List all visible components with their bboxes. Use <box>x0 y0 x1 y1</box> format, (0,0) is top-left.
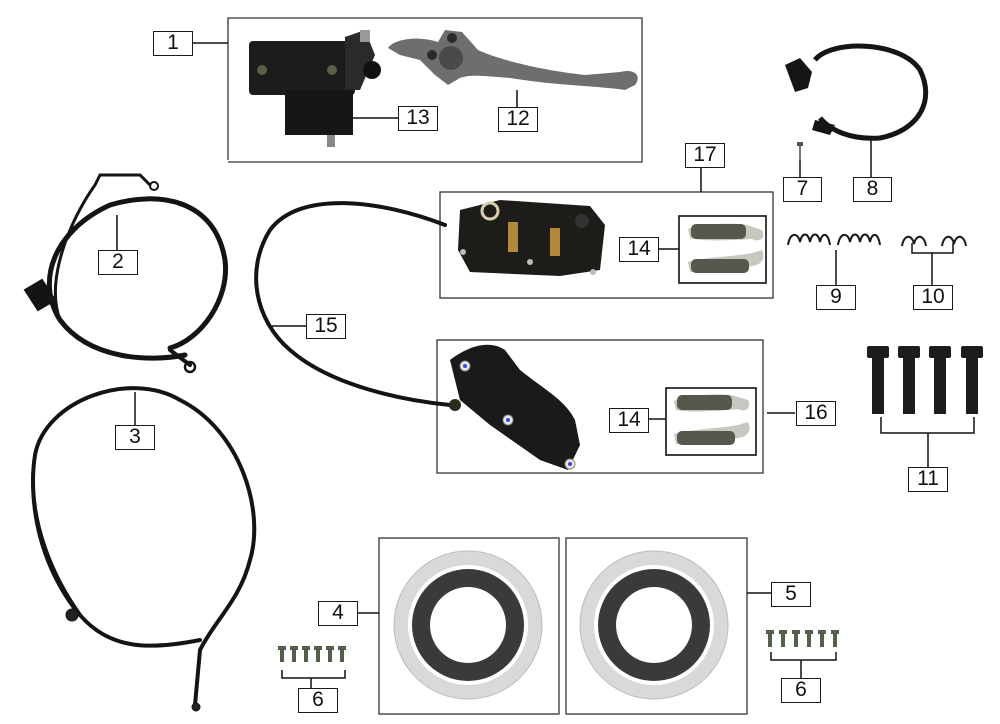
callout-5[interactable]: 5 <box>771 582 811 607</box>
callout-11[interactable]: 11 <box>908 467 948 492</box>
group-box-caliper-lower <box>436 339 764 474</box>
callout-1[interactable]: 1 <box>153 31 193 56</box>
callout-16[interactable]: 16 <box>796 401 836 426</box>
callout-10[interactable]: 10 <box>913 285 953 310</box>
brake-pads-upper-drawing <box>688 223 764 273</box>
caliper-upper-drawing <box>458 200 605 276</box>
callout-13[interactable]: 13 <box>398 106 438 131</box>
group-box-disc-left <box>378 537 560 715</box>
master-cylinder-drawing <box>249 30 381 147</box>
group-box-master-cylinder <box>227 17 643 163</box>
brake-disc-right-drawing <box>579 550 729 700</box>
brake-disc-left-drawing <box>393 550 543 700</box>
callout-6-left[interactable]: 6 <box>298 688 338 713</box>
brake-pads-lower-drawing <box>674 394 750 445</box>
hose-2-drawing <box>23 173 229 374</box>
callout-14-lower[interactable]: 14 <box>609 408 649 433</box>
callout-14-upper[interactable]: 14 <box>619 237 659 262</box>
callout-3[interactable]: 3 <box>115 425 155 450</box>
leader-lines <box>116 42 975 688</box>
caliper-bolts-drawing <box>867 346 983 414</box>
speed-sensor-drawing <box>785 43 929 141</box>
hose-15-drawing <box>254 201 452 407</box>
callout-9[interactable]: 9 <box>816 285 856 310</box>
sensor-bolt-drawing <box>797 142 803 160</box>
brake-lever-drawing <box>388 30 638 90</box>
callout-17[interactable]: 17 <box>685 143 725 168</box>
hose-clips-drawing <box>787 233 881 246</box>
callout-12[interactable]: 12 <box>498 107 538 132</box>
disc-bolts-left-drawing <box>278 646 346 662</box>
group-box-disc-right <box>565 537 748 715</box>
callout-2[interactable]: 2 <box>98 250 138 275</box>
caliper-lower-drawing <box>449 344 580 470</box>
disc-bolts-right-drawing <box>766 630 839 647</box>
callout-7[interactable]: 7 <box>783 177 822 202</box>
hose-clamps-drawing <box>901 235 967 247</box>
callout-4[interactable]: 4 <box>318 601 358 626</box>
group-box-caliper-upper <box>439 191 774 299</box>
callout-15[interactable]: 15 <box>306 314 346 339</box>
callout-8[interactable]: 8 <box>853 177 892 202</box>
callout-6-right[interactable]: 6 <box>781 678 821 703</box>
hose-3-drawing <box>31 386 257 712</box>
